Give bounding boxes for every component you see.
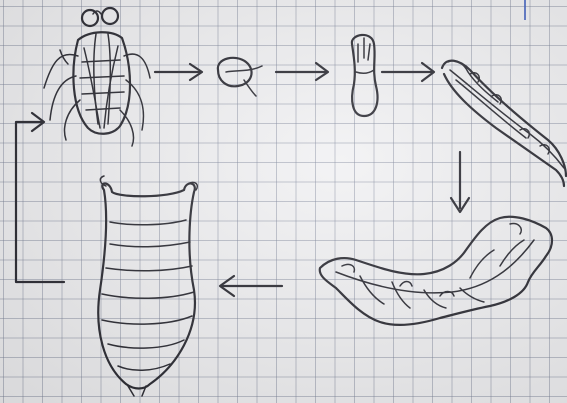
arrow-larva-to-leaf xyxy=(382,63,434,81)
stage-pupa xyxy=(98,176,197,396)
arrow-damaged-leaf-to-pupa xyxy=(220,276,282,296)
stage-adult-fly xyxy=(44,8,150,146)
arrow-leaf-to-damaged-leaf xyxy=(451,152,469,212)
arrow-pupa-to-fly xyxy=(16,113,64,282)
arrow-egg-to-larva xyxy=(276,63,328,80)
stage-larva xyxy=(352,35,378,116)
stage-damaged-leaf xyxy=(320,217,552,325)
stage-egg xyxy=(218,58,262,96)
arrow-fly-to-egg xyxy=(155,64,202,80)
